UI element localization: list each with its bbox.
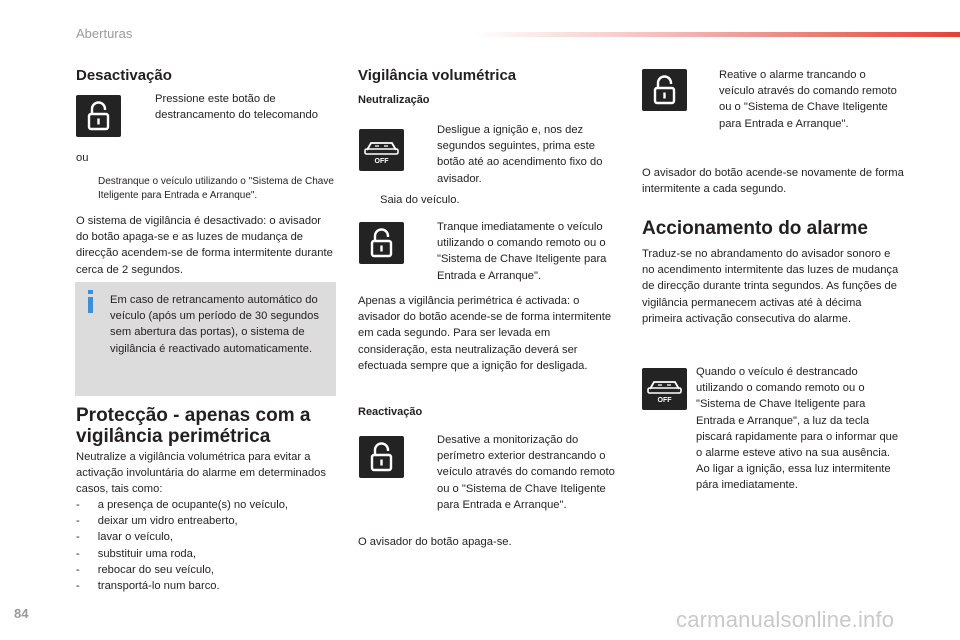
info-text: Em caso de retrancamento automático do v… (110, 294, 319, 355)
perimeter-description: Apenas a vigilância perimétrica é activa… (358, 295, 612, 372)
car-alarm-off-icon: OFF (359, 129, 404, 171)
unlock-warning-note: Quando o veículo é destrancado utilizand… (696, 366, 899, 492)
list-item: -a presença de ocupante(s) no veículo, (76, 499, 289, 511)
list-item: -transportá-lo num barco. (76, 580, 220, 593)
list-item: -substituir uma roda, (76, 547, 196, 560)
step-lock: Tranque imediatamente o veículo utilizan… (437, 221, 607, 282)
unlock-padlock-icon (642, 69, 687, 111)
step-unlock-keyless: Destranque o veículo utilizando o "Siste… (98, 176, 334, 201)
off-label: OFF (658, 397, 673, 404)
heading-alarm-trigger: Accionamento do alarme (642, 218, 868, 239)
heading-volumetric: Vigilância volumétrica (358, 67, 517, 84)
step-ignition: Desligue a ignição e, nos dez segundos s… (437, 124, 603, 185)
list-item: -lavar o veículo, (76, 531, 173, 544)
info-box (75, 282, 336, 396)
header-divider (474, 32, 960, 37)
info-icon (82, 290, 98, 313)
unlock-padlock-icon (359, 436, 404, 478)
led-off-note: O avisador do botão apaga-se. (358, 536, 512, 548)
section-title: Aberturas (76, 26, 133, 41)
list-item: -deixar um vidro entreaberto, (76, 515, 238, 528)
led-blink-note: O avisador do botão acende-se novamente … (642, 167, 904, 196)
step-reactivate: Reative o alarme trancando o veículo atr… (719, 69, 897, 130)
alarm-trigger-description: Traduz-se no abrandamento do avisador so… (642, 248, 899, 325)
subheading-reactivation: Reactivação (358, 406, 423, 418)
subheading-neutralization: Neutralização (358, 94, 430, 106)
list-item: -rebocar do seu veículo, (76, 563, 215, 576)
unlock-padlock-icon (359, 222, 404, 264)
step-press-button: Pressione este botão de destrancamento d… (155, 93, 318, 122)
protection-intro: Neutralize a vigilância volumétrica para… (76, 451, 326, 496)
watermark: carmanualsonline.info (676, 607, 895, 632)
protection-list: -a presença de ocupante(s) no veículo, -… (76, 497, 288, 594)
heading-deactivation: Desactivação (76, 67, 172, 84)
off-label: OFF (375, 158, 390, 165)
unlock-padlock-icon (76, 95, 121, 137)
deactivated-description: O sistema de vigilância é desactivado: o… (76, 215, 333, 276)
step-exit: Saia do veículo. (380, 194, 460, 206)
car-alarm-off-icon: OFF (642, 368, 687, 410)
step-deactivate-perimeter: Desative a monitorização do perímetro ex… (437, 434, 615, 511)
heading-protection: Protecção - apenas com a vigilância peri… (76, 405, 311, 447)
or-label: ou (76, 152, 89, 164)
page-number: 84 (14, 606, 29, 621)
